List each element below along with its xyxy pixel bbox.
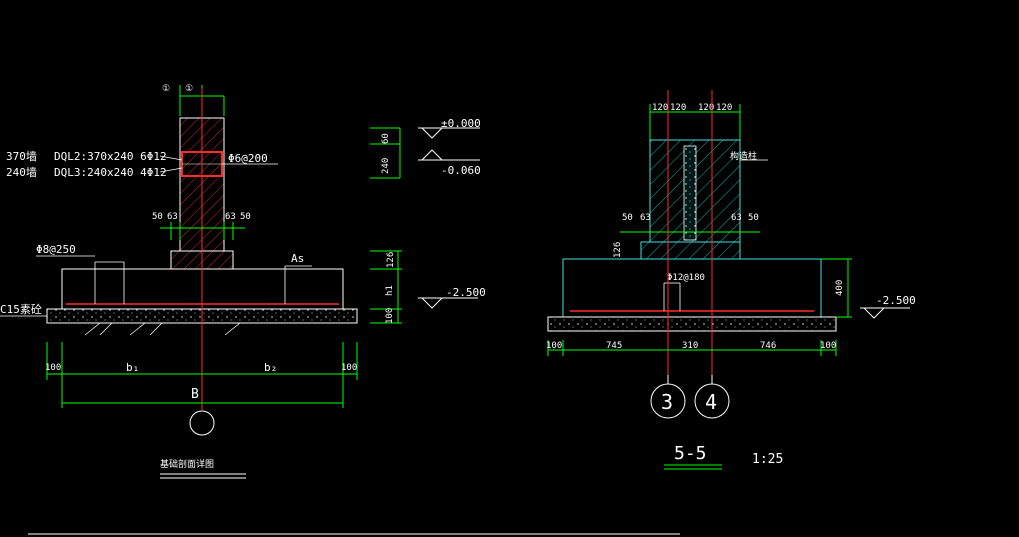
r-bdim-100-left: 100 — [546, 341, 562, 351]
r-step-height: 126 — [613, 242, 623, 258]
bottom-rebar-label: Φ8@250 — [36, 243, 76, 256]
r-step-right-50: 50 — [748, 213, 759, 223]
hdim-b2: b₂ — [264, 361, 277, 374]
r-footing-height: 400 — [835, 280, 845, 296]
r-step-right-63: 63 — [731, 213, 742, 223]
dql2-label: DQL2:370x240 6Φ12 — [54, 150, 167, 163]
stirrup-label: Φ6@200 — [228, 152, 268, 165]
column-step — [640, 241, 741, 260]
step-right-63: 63 — [225, 212, 236, 222]
vdim-126: 126 — [386, 252, 396, 268]
bedding-label: C15素砼 — [0, 303, 42, 316]
soil-hatch — [84, 322, 241, 336]
axis-bubble-4-label: 4 — [705, 390, 717, 414]
as-label: As — [291, 252, 304, 265]
right-section-5-5: 120 120 120 120 构造柱 50 63 63 50 126 Φ12@… — [546, 90, 916, 470]
axis-label-right: ① — [185, 84, 193, 94]
axis-label-left: ① — [162, 84, 170, 94]
axis-bubble-3-label: 3 — [661, 390, 673, 414]
hdim-total-B: B — [191, 387, 199, 402]
beam-leader-2 — [159, 167, 183, 173]
right-footing — [562, 258, 822, 318]
top-dim-2: 120 — [670, 103, 686, 113]
axis-bubble-4 — [694, 383, 730, 419]
beam-leader — [159, 155, 183, 161]
section-scale: 1:25 — [752, 452, 783, 467]
hdim-b1: b₁ — [126, 361, 139, 374]
hdim-left-100: 100 — [45, 363, 61, 373]
r-elevation: -2.500 — [876, 294, 916, 307]
top-dim-4: 120 — [716, 103, 732, 113]
elevation-markers — [370, 127, 480, 309]
axis-bubble-3 — [650, 383, 686, 419]
vdim-h1: h1 — [385, 285, 395, 296]
wall240-label: 240墙 — [6, 165, 37, 179]
hdim-right-100: 100 — [341, 363, 357, 373]
left-foundation-detail: ① ① — [0, 84, 486, 479]
r-step-left-63: 63 — [640, 213, 651, 223]
r-bdim-746: 746 — [760, 341, 776, 351]
side-label: 构造柱 — [730, 150, 757, 162]
r-bdim-100-right: 100 — [820, 341, 836, 351]
column-core-fill — [684, 146, 696, 240]
top-dim-3: 120 — [698, 103, 714, 113]
dql3-label: DQL3:240x240 4Φ12 — [54, 166, 167, 179]
rebar-note: Φ12@180 — [667, 273, 705, 283]
elev-floor: -0.060 — [441, 164, 481, 177]
vdim-60: 60 — [381, 133, 391, 144]
elev-top: ±0.000 — [441, 117, 481, 130]
r-elev-marker — [862, 307, 886, 319]
left-detail-title: 基础剖面详图 — [160, 458, 214, 470]
section-title: 5-5 — [674, 443, 707, 464]
r-bdim-310: 310 — [682, 341, 698, 351]
step-left-63: 63 — [167, 212, 178, 222]
r-step-left-50: 50 — [622, 213, 633, 223]
top-dim-1: 120 — [652, 103, 668, 113]
step-left-50: 50 — [152, 212, 163, 222]
r-bdim-745: 745 — [606, 341, 622, 351]
step-right-50: 50 — [240, 212, 251, 222]
wall370-label: 370墙 — [6, 149, 37, 163]
axis-bubble-left — [189, 410, 215, 436]
vdim-240: 240 — [381, 158, 391, 174]
vdim-100: 100 — [385, 308, 395, 324]
elev-bottom: -2.500 — [446, 286, 486, 299]
right-bedding — [547, 316, 837, 332]
